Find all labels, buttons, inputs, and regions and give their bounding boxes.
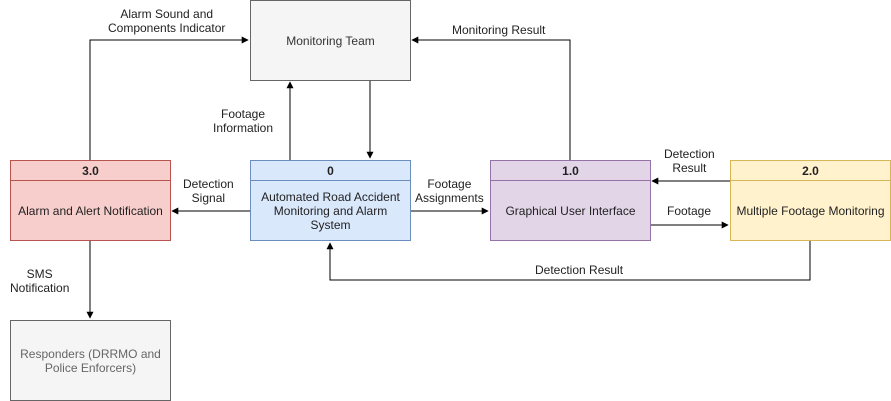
node-responders-label: Responders (DRRMO and Police Enforcers) — [20, 346, 161, 375]
node-gui-label: Graphical User Interface — [505, 203, 636, 218]
node-system-label: Automated Road Accident Monitoring and A… — [261, 189, 400, 232]
node-monitoring-team: Monitoring Team — [250, 0, 411, 81]
flow-label-sms-notification: SMS Notification — [10, 267, 70, 295]
node-multi-number: 2.0 — [731, 161, 890, 181]
flow-label-footage: Footage — [667, 204, 712, 218]
node-alarm-label: Alarm and Alert Notification — [18, 203, 163, 218]
node-gui: 1.0 Graphical User Interface — [490, 160, 651, 241]
node-gui-number: 1.0 — [491, 161, 650, 181]
flow-label-detection-signal: Detection Signal — [183, 177, 234, 205]
node-multiple-footage: 2.0 Multiple Footage Monitoring — [730, 160, 891, 241]
flow-label-detection-result-bottom: Detection Result — [535, 263, 624, 277]
node-multi-label: Multiple Footage Monitoring — [736, 203, 885, 218]
node-monitoring-team-label: Monitoring Team — [286, 33, 375, 48]
node-alarm-number: 3.0 — [11, 161, 170, 181]
flow-label-monitoring-result: Monitoring Result — [452, 23, 546, 37]
node-system: 0 Automated Road Accident Monitoring and… — [250, 160, 411, 241]
flow-label-detection-result-top: Detection Result — [664, 147, 715, 175]
flow-alarm-sound-arrow — [89, 36, 249, 160]
flow-detection-result-bottom-arrow — [326, 241, 811, 281]
flow-label-footage-assignments: Footage Assignments — [415, 177, 484, 205]
flow-label-footage-information: Footage Information — [213, 107, 274, 135]
flow-label-alarm-sound: Alarm Sound and Components Indicator — [108, 7, 226, 35]
node-alarm-alert: 3.0 Alarm and Alert Notification — [10, 160, 171, 241]
node-system-number: 0 — [251, 161, 410, 181]
flow-monitoring-result-arrow — [411, 36, 571, 160]
node-responders: Responders (DRRMO and Police Enforcers) — [10, 320, 171, 401]
